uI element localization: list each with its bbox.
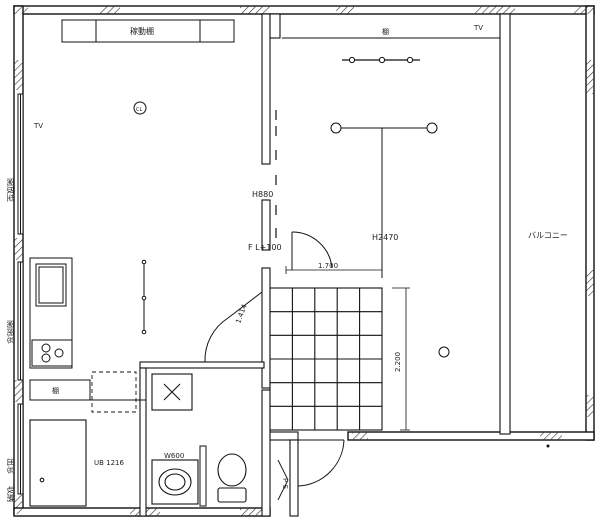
dim-1700-label: 1.700 <box>318 262 338 270</box>
balcony-label: バルコニー <box>528 231 568 240</box>
side-label-4: 収納 <box>6 486 16 502</box>
closet-box <box>151 373 193 411</box>
unit-bath <box>29 419 87 507</box>
track-light <box>342 56 420 64</box>
toilet <box>217 453 247 503</box>
pendant-lights <box>330 122 450 358</box>
cl-label: CL <box>136 107 142 113</box>
side-label-1: 開放型 <box>6 178 16 202</box>
left-shelf <box>29 379 146 401</box>
balcony-drain <box>546 444 550 448</box>
entrance-door <box>297 439 345 487</box>
appliance-spot <box>91 371 137 413</box>
h880-label: H880 <box>252 190 273 199</box>
kitchen-counter <box>29 257 73 369</box>
w600-label: W600 <box>164 452 184 460</box>
tv-top-label: TV <box>473 24 483 32</box>
h2470-label: H2470 <box>372 233 398 242</box>
pipe-space <box>277 459 289 501</box>
side-label-2: 開閉窓 <box>6 320 16 344</box>
wall-fixture <box>141 259 147 335</box>
dim-1414-label: 1.414 <box>234 303 249 325</box>
dim-2200-label: 2.200 <box>394 352 402 372</box>
door-kitchen <box>204 291 263 363</box>
left-windows <box>17 93 24 495</box>
washbasin <box>151 459 199 505</box>
left-shelf-label: 棚 <box>52 386 59 395</box>
tiled-floor <box>269 287 383 431</box>
dimension-1700 <box>285 266 383 274</box>
tv-left-label: TV <box>33 122 43 130</box>
partition-stub <box>199 445 207 507</box>
ub-label: UB 1216 <box>94 459 125 467</box>
shelf-top-label: 棚 <box>382 27 389 36</box>
side-label-3: 出窓 <box>6 458 16 474</box>
sliding-shelf-unit <box>61 19 235 43</box>
fl100-label: F L+100 <box>248 243 282 252</box>
door-right-room <box>291 231 333 270</box>
ceiling-light <box>133 101 147 115</box>
dimension-2200 <box>392 287 410 431</box>
ps-label: P S <box>281 478 289 489</box>
sliding-shelf-label: 稼動棚 <box>130 26 154 36</box>
